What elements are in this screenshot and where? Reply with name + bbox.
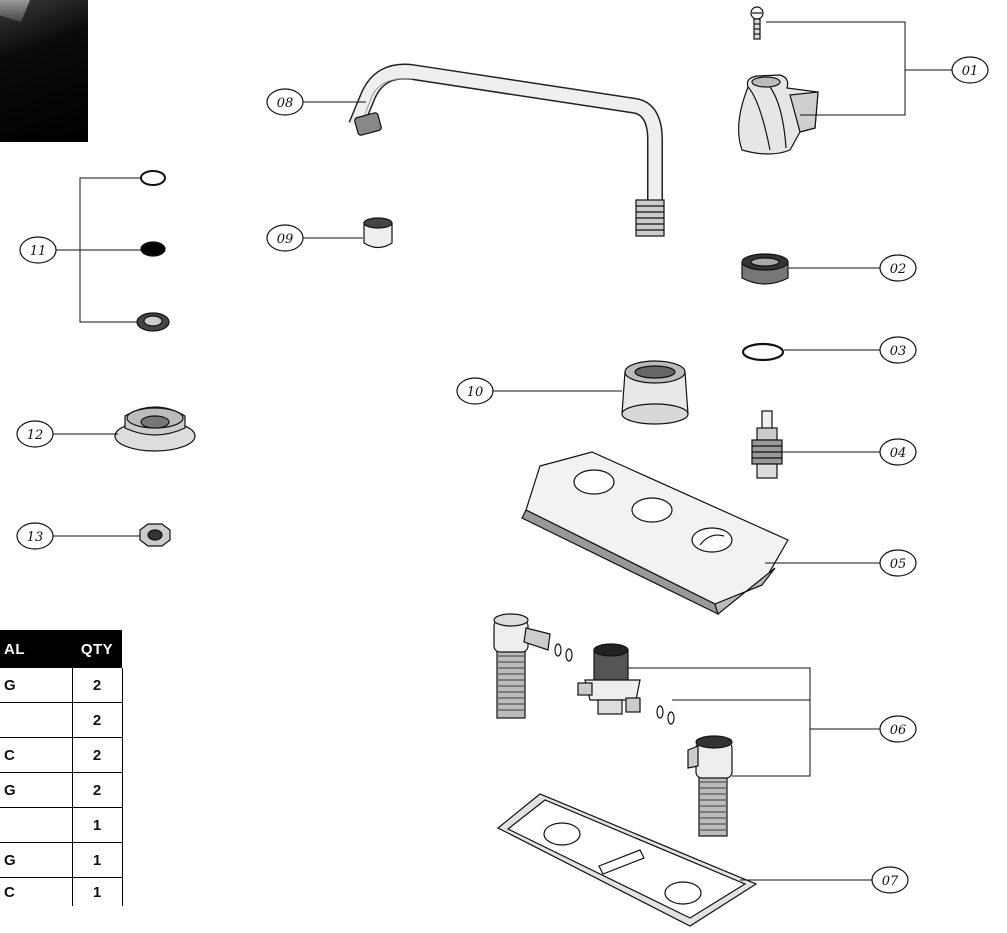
qty-cell: 2 (71, 668, 123, 703)
callout-06-label: 06 (890, 723, 907, 738)
table-row: C 1 (0, 877, 123, 906)
callout-02 (879, 254, 917, 282)
callout-08-label: 08 (277, 96, 294, 111)
table-row: G 2 (0, 668, 123, 703)
table-row: 1 (0, 807, 123, 843)
callout-04-label: 04 (890, 446, 907, 461)
material-cell (0, 807, 72, 843)
material-cell: C (4, 883, 15, 901)
callout-12 (16, 420, 54, 448)
leader-lines (52, 21, 952, 881)
callout-12-label: 12 (27, 428, 44, 443)
part-02-bonnet (741, 253, 789, 285)
part-05-deck-plate (521, 451, 789, 616)
table-row: G 2 (0, 772, 123, 808)
callout-13 (16, 522, 54, 550)
parts-table: AL QTY G 2 2 C 2 G 2 1 G 1 C 1 (0, 630, 123, 906)
callout-09 (266, 224, 304, 252)
callout-03-label: 03 (890, 344, 907, 359)
part-11-washer-set (136, 170, 170, 332)
table-row: C 2 (0, 737, 123, 773)
callout-07 (871, 866, 909, 894)
callout-04 (879, 438, 917, 466)
header-material: AL (0, 630, 72, 668)
qty-cell: 1 (71, 842, 123, 878)
part-07-gasket (496, 793, 758, 927)
callout-01-label: 01 (962, 64, 979, 79)
part-08-spout (348, 63, 665, 237)
callout-05-label: 05 (890, 557, 907, 572)
table-row: 2 (0, 702, 123, 738)
parts-table-header: AL QTY (0, 630, 122, 668)
part-04-cartridge (751, 410, 783, 479)
callout-05 (879, 549, 917, 577)
callout-01 (951, 56, 989, 84)
part-06-valve-assembly (493, 613, 733, 837)
callout-07-label: 07 (882, 874, 899, 889)
part-01-handle (738, 6, 819, 155)
qty-cell: 2 (71, 737, 123, 773)
callout-03 (879, 336, 917, 364)
callout-11 (19, 236, 57, 264)
callout-11-label: 11 (30, 244, 47, 259)
callout-10 (456, 377, 494, 405)
header-qty: QTY (72, 630, 122, 668)
callout-10-label: 10 (467, 385, 484, 400)
material-cell: C (0, 737, 72, 773)
qty-cell: 2 (71, 772, 123, 808)
material-cell: G (0, 842, 72, 878)
table-row: G 1 (0, 842, 123, 878)
callout-13-label: 13 (27, 530, 44, 545)
callout-08 (266, 88, 304, 116)
qty-cell: 2 (71, 702, 123, 738)
qty-cell: 1 (71, 807, 123, 843)
part-09-aerator (363, 217, 393, 249)
part-13-hex-nut (139, 523, 171, 547)
qty-cell: 1 (71, 877, 123, 906)
callout-06 (879, 715, 917, 743)
material-cell (0, 702, 72, 738)
part-03-o-ring (741, 342, 785, 362)
callout-02-label: 02 (890, 262, 907, 277)
product-photo (0, 0, 88, 142)
material-cell: G (0, 772, 72, 808)
part-12-flange (114, 406, 196, 452)
callout-09-label: 09 (277, 232, 294, 247)
material-cell: G (0, 668, 72, 703)
part-10-escutcheon (621, 360, 689, 425)
